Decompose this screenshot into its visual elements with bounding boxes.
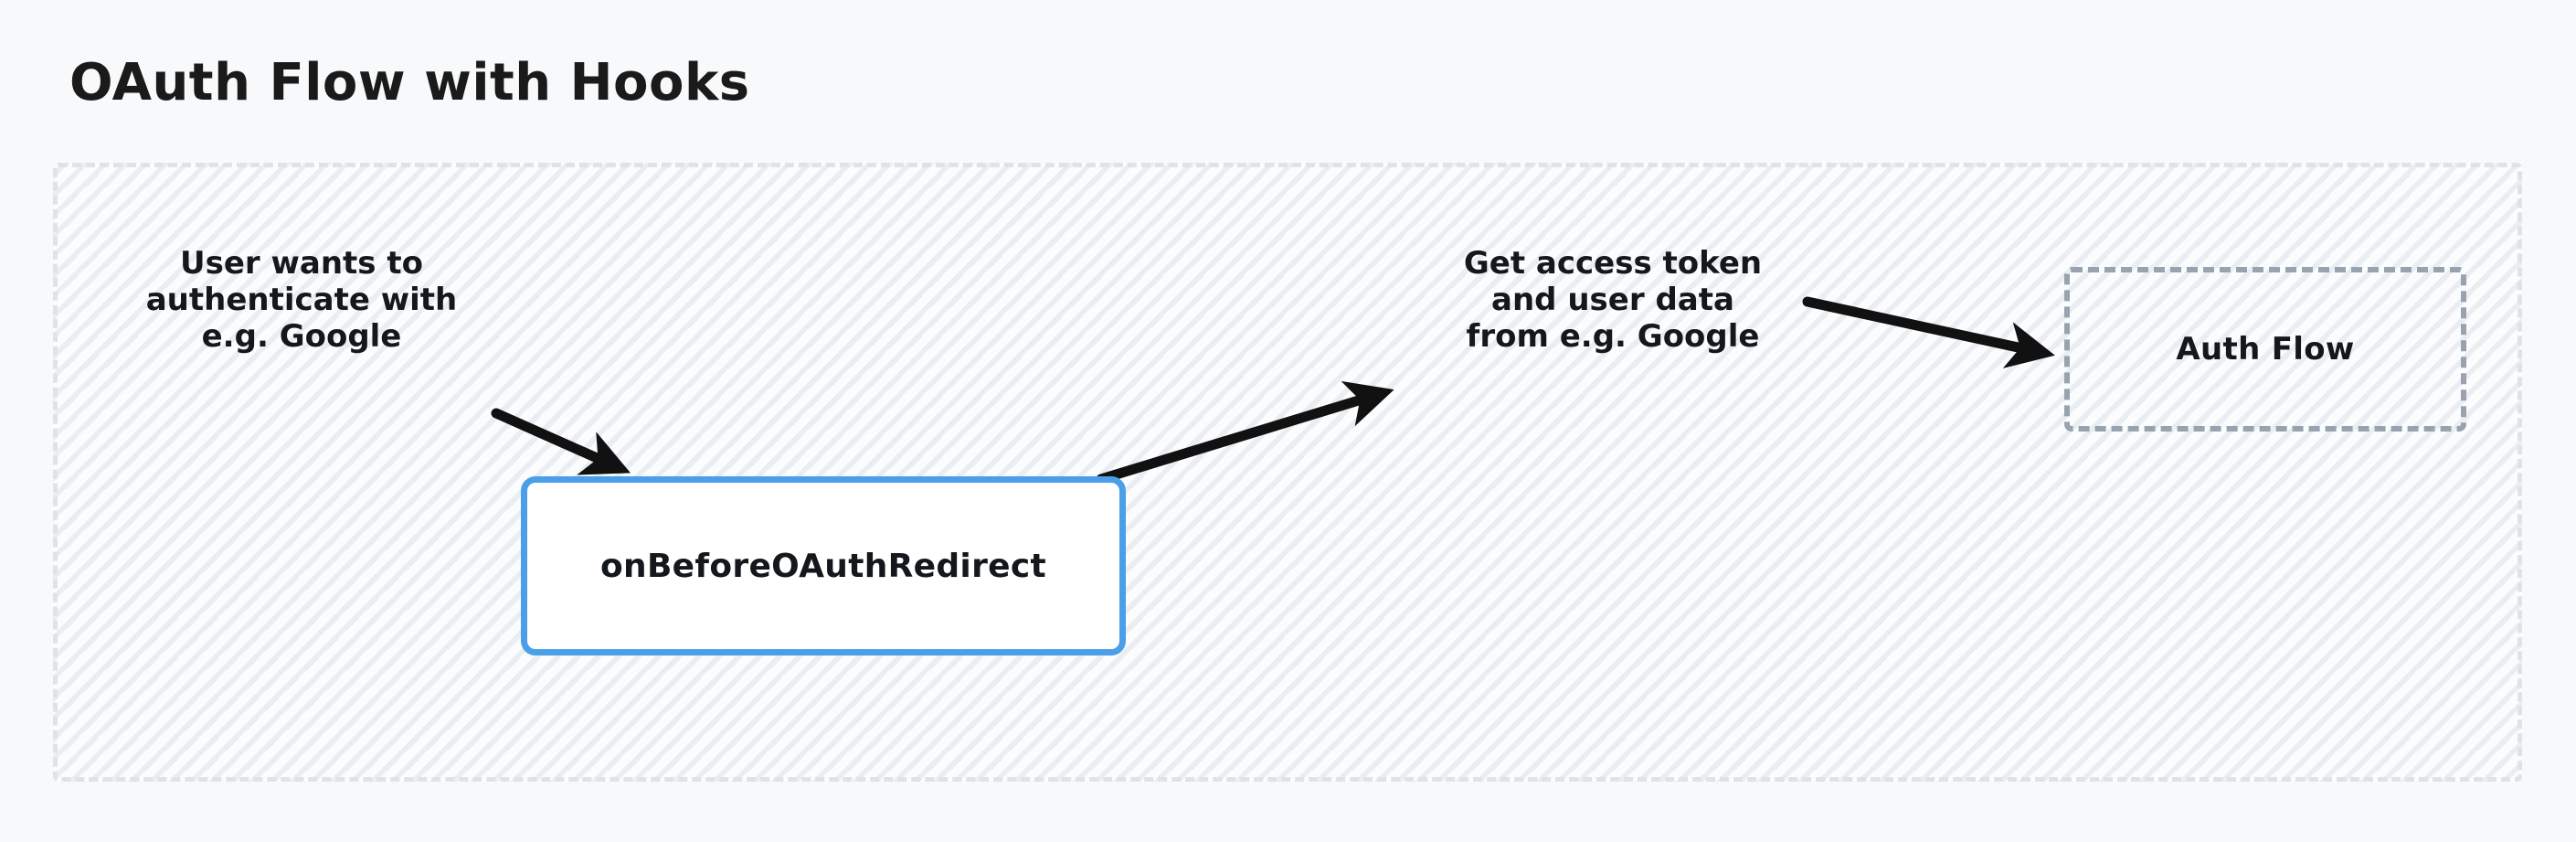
node-auth-flow[interactable]: Auth Flow [2064,267,2466,432]
page-title: OAuth Flow with Hooks [69,53,750,112]
node-label-hook: onBeforeOAuthRedirect [599,547,1046,585]
node-label-auth-flow: Auth Flow [2176,331,2355,368]
node-on-before-oauth-redirect[interactable]: onBeforeOAuthRedirect [521,476,1126,655]
edge-label-user-authenticate: User wants to authenticate with e.g. Goo… [145,245,458,356]
edge-label-get-access-token: Get access token and user data from e.g.… [1463,245,1763,356]
